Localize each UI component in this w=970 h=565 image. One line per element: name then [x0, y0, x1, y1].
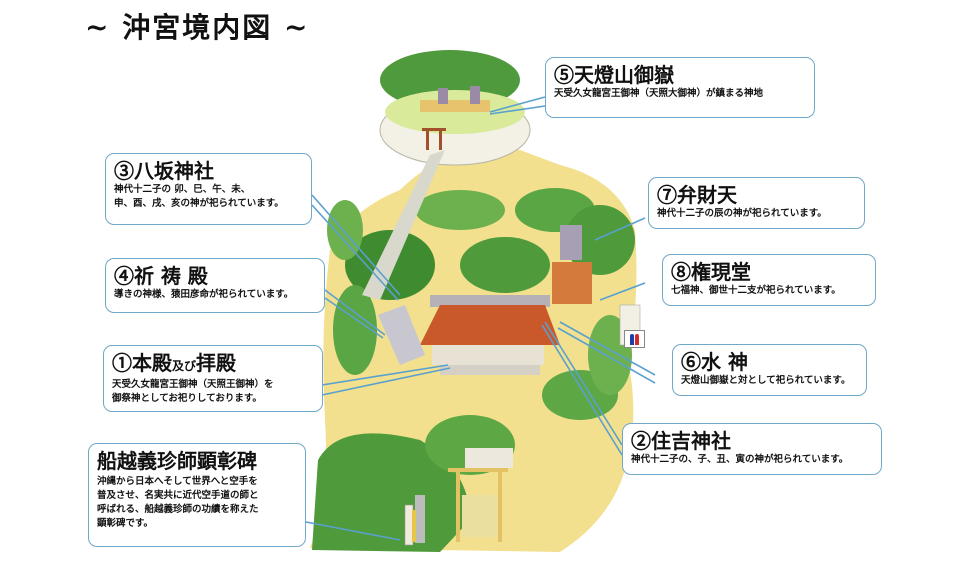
callout-description: 導きの神様、猿田彦命が祀られています。: [114, 289, 294, 300]
female-figure-icon: [635, 333, 639, 345]
callout-tentouzan-utaki[interactable]: ⑤天燈山御嶽 天受久女龍宮王御神（天照大御神）が鎮まる神地: [545, 57, 815, 118]
callout-heading: ①本殿及び拝殿: [112, 351, 237, 375]
callout-description: 神代十二子の、子、丑、寅の神が祀られています。: [631, 454, 849, 465]
callout-yasaka-shrine[interactable]: ③八坂神社 神代十二子の 卯、巳、午、未、 申、酉、戌、亥の神が祀られています。: [105, 153, 312, 225]
restroom-icon: [624, 330, 645, 348]
callout-heading: ③八坂神社: [114, 159, 214, 183]
callout-heading: ⑦弁財天: [657, 183, 737, 207]
callout-heading: 船越義珍師顕彰碑: [97, 449, 257, 473]
callout-heading: ④祈 祷 殿: [114, 264, 208, 288]
callout-kitouden[interactable]: ④祈 祷 殿 導きの神様、猿田彦命が祀られています。: [105, 258, 325, 313]
callout-benzaiten[interactable]: ⑦弁財天 神代十二子の辰の神が祀られています。: [648, 177, 865, 229]
male-figure-icon: [630, 333, 634, 345]
callout-description: 神代十二子の辰の神が祀られています。: [657, 208, 827, 219]
callout-heading: ⑤天燈山御嶽: [554, 63, 674, 87]
callout-gongendo[interactable]: ⑧権現堂 七福神、御世十二支が祀られています。: [662, 254, 876, 306]
page-title: ~ 沖宮境内図 ~: [85, 11, 310, 44]
callout-description: 七福神、御世十二支が祀られています。: [671, 285, 841, 296]
callout-description: 沖縄から日本へそして世界へと空手を 普及させ、名実共に近代空手道の師と 呼ばれる…: [97, 476, 259, 529]
callout-funakoshi-monument[interactable]: 船越義珍師顕彰碑 沖縄から日本へそして世界へと空手を 普及させ、名実共に近代空手…: [88, 443, 306, 547]
callout-heading: ⑥水 神: [681, 350, 748, 374]
callout-suijin[interactable]: ⑥水 神 天燈山御嶽と対として祀られています。: [672, 344, 867, 396]
callout-heading: ⑧権現堂: [671, 260, 751, 284]
callout-heading: ②住吉神社: [631, 429, 731, 453]
callout-description: 天燈山御嶽と対として祀られています。: [681, 375, 851, 386]
callout-description: 神代十二子の 卯、巳、午、未、 申、酉、戌、亥の神が祀られています。: [114, 184, 284, 209]
callout-description: 天受久女龍宮王御神（天照大御神）が鎮まる神地: [554, 88, 764, 99]
callout-description: 天受久女龍宮王御神（天照王御神）を 御祭神としてお祀りしております。: [112, 379, 274, 404]
callout-sumiyoshi-shrine[interactable]: ②住吉神社 神代十二子の、子、丑、寅の神が祀られています。: [622, 423, 882, 475]
callout-honden-haiden[interactable]: ①本殿及び拝殿 天受久女龍宮王御神（天照王御神）を 御祭神としてお祀りしておりま…: [103, 345, 323, 412]
